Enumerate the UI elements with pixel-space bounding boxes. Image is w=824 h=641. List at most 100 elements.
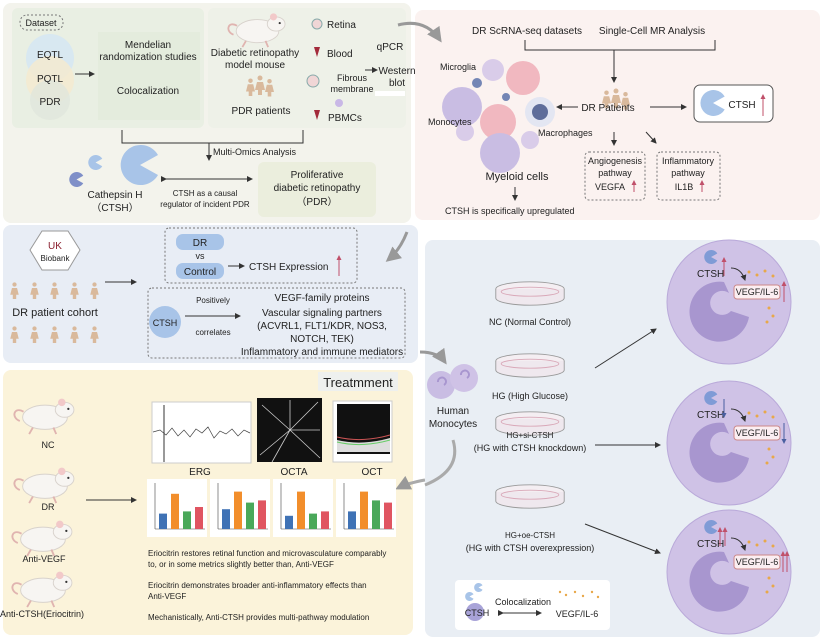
cathepsin-label: Cathepsin H	[87, 190, 142, 201]
assay-qpcr: qPCR	[377, 42, 404, 53]
cytokine-dot	[755, 543, 759, 547]
cytokine-dot	[755, 273, 759, 277]
mini-bar-charts	[147, 479, 396, 537]
vegf-box	[733, 284, 781, 300]
finding-1-cont: to, or in some metrics slightly better t…	[148, 560, 334, 569]
group-anti-vegf: Anti-VEGF	[22, 554, 66, 564]
panel-single-cell: DR ScRNA-seq datasets Single-Cell MR Ana…	[397, 10, 820, 220]
methods-box	[98, 32, 200, 120]
pdr-box-line: Proliferative	[291, 170, 344, 181]
assay-western: Western	[378, 66, 415, 77]
arrow	[730, 267, 747, 281]
mini-chart-bar	[171, 493, 179, 529]
flow-arrow	[395, 475, 426, 490]
bracket-arrow	[121, 130, 304, 160]
flow-arc	[424, 439, 457, 487]
label-erg: ERG	[189, 467, 211, 478]
pbmc-cell-icon	[335, 99, 343, 107]
arrow	[594, 328, 657, 369]
cytokine-dots-icon	[558, 590, 600, 599]
cytokine-dot	[747, 540, 751, 544]
condition-oe-ctsh-desc: (HG with CTSH overexpression)	[466, 543, 595, 553]
dish-icon	[495, 281, 565, 306]
mini-chart-bar	[297, 491, 305, 529]
dataset-badge	[19, 14, 64, 31]
dataset-label: Dataset	[25, 18, 57, 28]
nucleus-icon	[689, 422, 749, 483]
finding-1: Eriocitrin restores retinal function and…	[148, 549, 386, 558]
uk-biobank-logo	[29, 230, 81, 271]
mini-chart-bar	[183, 511, 191, 529]
blot-strip-icon	[375, 91, 405, 96]
group-nc: NC	[42, 440, 55, 450]
mini-chart-bar	[309, 513, 317, 529]
source-scrna: DR ScRNA-seq datasets	[472, 26, 582, 37]
ctsh-circle	[149, 306, 181, 338]
source-mr: Single-Cell MR Analysis	[599, 26, 705, 37]
partner-line: NOTCH, TEK)	[290, 334, 354, 345]
group-dr: DR	[42, 502, 55, 512]
ctsh-expression-label: CTSH Expression	[249, 262, 328, 273]
partner-line: VEGF-family proteins	[274, 293, 369, 304]
finding-2: Eriocitrin demonstrates broader anti-inf…	[148, 581, 367, 590]
arrow	[645, 131, 657, 144]
cytokine-dot	[771, 584, 775, 588]
blood-tube-icon	[314, 47, 320, 57]
inflammatory-label: pathway	[671, 168, 705, 178]
mini-chart-bar	[360, 491, 368, 529]
method-colocalization: Colocalization	[117, 86, 179, 97]
il1b-label: IL1B	[675, 182, 694, 192]
control-label: Control	[184, 267, 216, 278]
vegf-box	[733, 554, 781, 570]
cytokine-dot	[767, 576, 771, 580]
flow-arrow	[419, 347, 447, 365]
cell-ctsh-label: CTSH	[697, 410, 724, 421]
ctsh-abbrev: （CTSH）	[91, 202, 138, 214]
vs-label: vs	[196, 251, 206, 261]
cytokine-dot	[763, 539, 767, 543]
sample-pbmcs: PBMCs	[328, 113, 362, 124]
ctsh-label: CTSH	[153, 318, 178, 328]
mini-chart	[273, 479, 333, 537]
sample-blood: Blood	[327, 49, 353, 60]
condition-si-ctsh: HG+si-CTSH	[507, 431, 554, 440]
erg-image	[151, 401, 252, 464]
dr-label: DR	[193, 238, 207, 249]
nucleus-icon	[689, 551, 749, 612]
method-mr-2: randomization studies	[99, 52, 196, 63]
label-octa: OCTA	[280, 467, 307, 478]
condition-si-ctsh-desc: (HG with CTSH knockdown)	[474, 443, 587, 453]
upregulated-label: CTSH is specifically upregulated	[445, 206, 575, 216]
group-anti-ctsh: Anti-CTSH(Eriocitrin)	[0, 609, 84, 619]
arrow	[730, 537, 747, 551]
angiogenesis-label: pathway	[598, 168, 632, 178]
venn-label-pqtl: PQTL	[37, 74, 64, 85]
mini-chart-bar	[246, 502, 254, 529]
sample-fibrous: Fibrous	[337, 73, 368, 83]
mini-chart-bar	[258, 500, 266, 529]
vegfa-label: VEGFA	[595, 182, 625, 192]
correlation-box	[147, 287, 406, 359]
cytokine-dot	[771, 544, 775, 548]
partner-line: Vascular signaling partners	[262, 308, 382, 319]
mini-chart-bar	[234, 491, 242, 529]
cytokine-dot	[771, 314, 775, 318]
mini-chart-bar	[285, 515, 293, 529]
flow-arrow	[397, 21, 442, 43]
treatment-title: Treatmment	[323, 375, 393, 390]
sample-retina: Retina	[327, 20, 356, 31]
nucleus-icon	[689, 281, 749, 342]
cell-vegf-label: VEGF/IL-6	[736, 557, 779, 567]
correlates-label: correlates	[195, 328, 230, 337]
venn-label-eqtl: EQTL	[37, 50, 64, 61]
control-pill	[176, 263, 224, 279]
arrow	[730, 408, 747, 422]
dish-icon	[495, 484, 565, 509]
myeloid-cells-illustration	[442, 59, 555, 173]
cell-macrophages: Macrophages	[538, 128, 593, 138]
panel-treatment: Treatmment NC DR Anti-VEGF Anti-CTSH(Eri…	[0, 370, 426, 635]
label-oct: OCT	[361, 467, 382, 478]
bracket-arrow	[524, 40, 716, 82]
arrow	[584, 523, 661, 554]
